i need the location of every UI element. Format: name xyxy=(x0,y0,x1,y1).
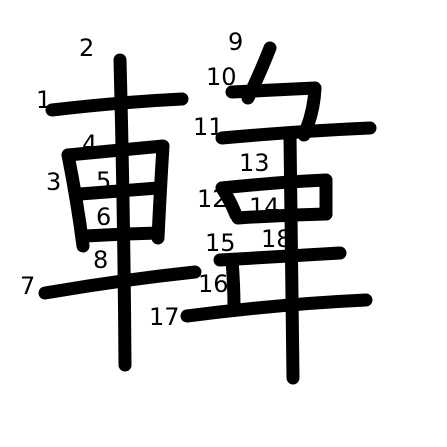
stroke-5 xyxy=(73,181,165,201)
stroke-18 xyxy=(283,129,300,385)
stroke-number-3: 3 xyxy=(46,168,61,196)
stroke-4 xyxy=(61,139,170,245)
stroke-number-16: 16 xyxy=(198,270,229,298)
stroke-number-13: 13 xyxy=(239,149,270,177)
stroke-number-17: 17 xyxy=(149,303,180,331)
stroke-number-6: 6 xyxy=(96,203,111,231)
stroke-14 xyxy=(231,207,333,225)
stroke-number-5: 5 xyxy=(96,167,111,195)
stroke-number-10: 10 xyxy=(206,63,237,91)
stroke-number-1: 1 xyxy=(36,86,51,114)
stroke-6 xyxy=(79,226,165,243)
stroke-number-12: 12 xyxy=(197,185,228,213)
stroke-number-9: 9 xyxy=(228,28,243,56)
stroke-number-11: 11 xyxy=(193,113,224,141)
stroke-17 xyxy=(180,293,373,323)
stroke-number-8: 8 xyxy=(93,246,108,274)
stroke-number-15: 15 xyxy=(205,229,236,257)
stroke-7 xyxy=(38,265,202,300)
stroke-number-14: 14 xyxy=(249,193,280,221)
stroke-2 xyxy=(113,53,132,372)
stroke-number-2: 2 xyxy=(79,34,94,62)
stroke-15 xyxy=(213,246,347,267)
stroke-16 xyxy=(225,253,241,314)
stroke-number-4: 4 xyxy=(82,130,97,158)
stroke-13 xyxy=(215,173,333,221)
stroke-number-7: 7 xyxy=(20,272,35,300)
stroke-11 xyxy=(215,121,377,145)
stroke-number-18: 18 xyxy=(261,225,292,253)
